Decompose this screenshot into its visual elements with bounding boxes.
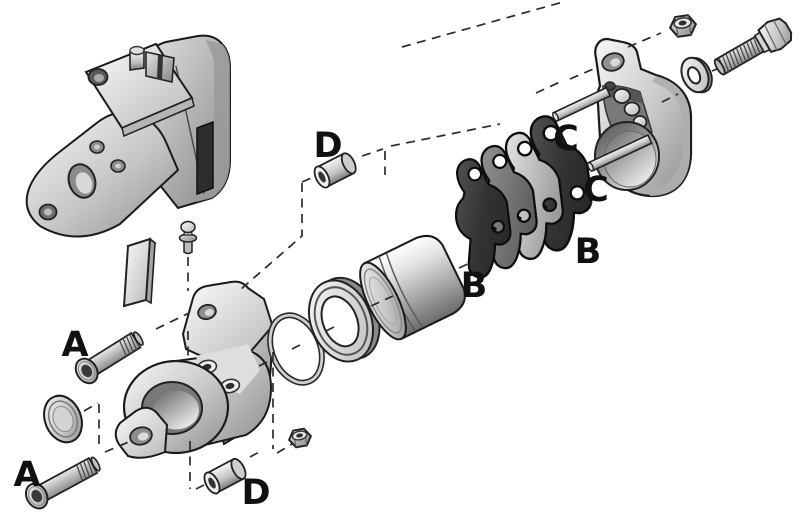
flat-washer [680,56,713,94]
dash-bushing-lower-axis [195,450,262,490]
hex-nut-lower [287,427,313,449]
clamp-screws [89,140,126,173]
guide-bolt-a-upper [74,331,144,385]
callout-b-right: B [575,232,602,272]
callout-d-lower: D [241,473,270,513]
assembled-caliper-view [25,34,231,238]
detent-balls [613,88,648,129]
dash-top-line [401,1,564,48]
dash-earhole-nut-line [535,32,662,94]
socket-screw-upper [87,68,109,86]
dash-bushing-upper-axis [301,123,501,183]
dash-bolt-a-upper-axis [155,312,190,330]
caliper-inner-half [114,280,274,459]
hex-nut-upper [668,14,698,38]
bleeder-screw [178,220,198,255]
ear-hole-upper [197,303,217,321]
mount-hole [67,163,97,199]
spacer-bushing-d-upper [313,152,357,189]
assembly-dashed-lines [83,1,718,490]
callout-d-upper: D [313,126,342,166]
callout-c-upper: C [553,119,579,159]
guide-pin-c-upper [552,86,612,123]
pivot-pin [129,45,175,83]
dash-main-axis [258,199,598,367]
guide-bolt-a-lower [25,456,101,510]
guide-pin-c-lower [587,133,653,173]
spacer-bushing-d-lower [203,457,247,495]
brake-pad-1 [454,158,512,279]
dash-nut-lower-leader [276,443,293,454]
callout-a-lower: A [13,455,40,495]
ear-hole-lower [129,426,153,446]
piston-boot-seal [308,276,381,363]
piston [359,235,466,341]
callout-a-upper: A [61,325,88,365]
end-cap [43,394,83,444]
callout-b-lower: B [461,266,488,306]
hex-bolt [713,17,793,76]
dash-elbow [239,183,303,291]
dash-cap-axis [83,402,132,453]
caliper-outer-half [594,38,693,198]
pad-retainer-key [122,237,157,308]
brake-pad-set [454,115,593,279]
socket-screw-lower [38,203,58,221]
callout-c-lower: C [583,170,609,210]
ear-hole [601,52,625,72]
dash-washer-bolt-line [661,68,718,103]
